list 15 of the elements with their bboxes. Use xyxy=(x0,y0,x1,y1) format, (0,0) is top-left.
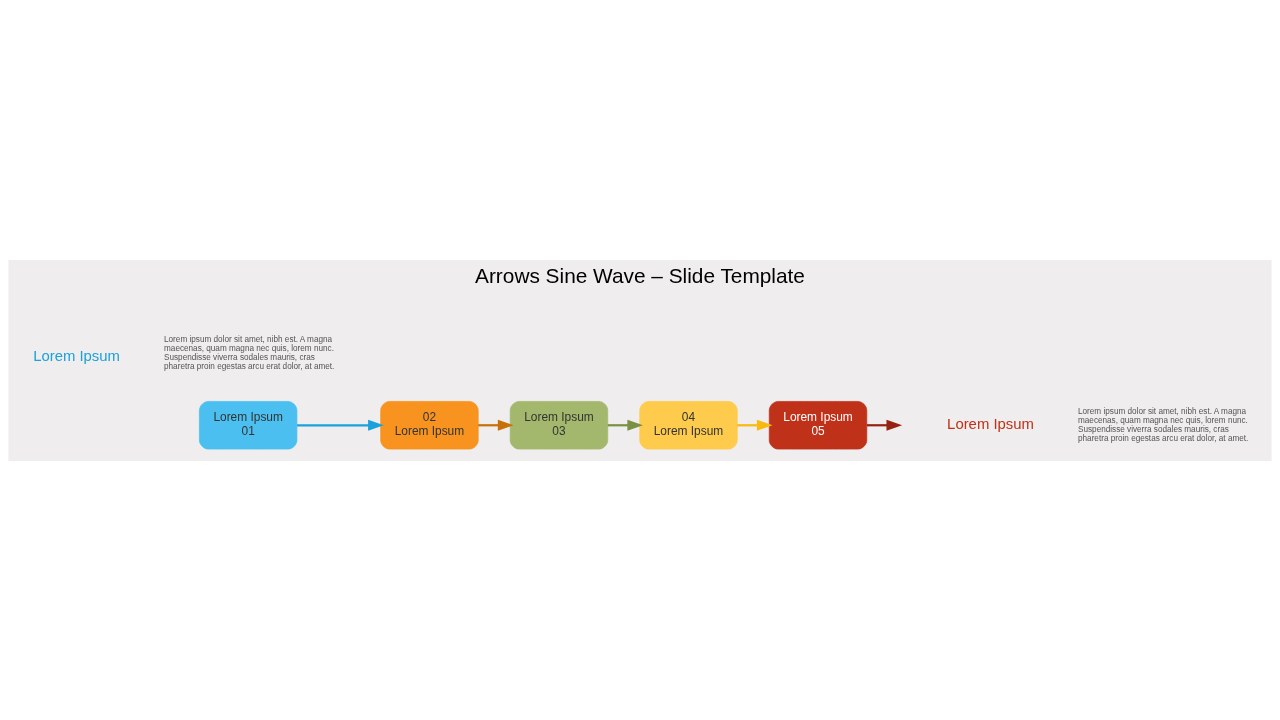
node-box: Lorem Ipsum 03 xyxy=(509,400,609,449)
arrow xyxy=(737,419,773,431)
label: Lorem ipsum dolor sit amet, nibh est. A magna maecenas, quam magna nec quis, lorem nunc. Suspendisse viverra sodales mauris, cras pharetra proin egestas arcu erat dolor, at amet. xyxy=(164,334,335,371)
node-box: Lorem Ipsum 01 xyxy=(199,400,298,449)
node-box: 04 Lorem Ipsum xyxy=(639,400,738,449)
label: Lorem ipsum dolor sit amet, nibh est. A magna maecenas, quam magna nec quis, lorem nunc. Suspendisse viverra sodales mauris, cras pharetra proin egestas arcu erat dolor, at amet. xyxy=(1078,406,1249,443)
node-box: Lorem Ipsum 05 xyxy=(768,400,868,449)
arrow xyxy=(607,419,644,431)
arrow xyxy=(478,419,514,431)
label: Lorem Ipsum xyxy=(947,415,1034,432)
arrow xyxy=(866,419,903,431)
diagram-title: Arrows Sine Wave – Slide Template xyxy=(475,263,805,287)
node-box: 02 Lorem Ipsum xyxy=(380,400,479,449)
label: Lorem Ipsum xyxy=(33,347,120,364)
arrow xyxy=(297,419,384,431)
